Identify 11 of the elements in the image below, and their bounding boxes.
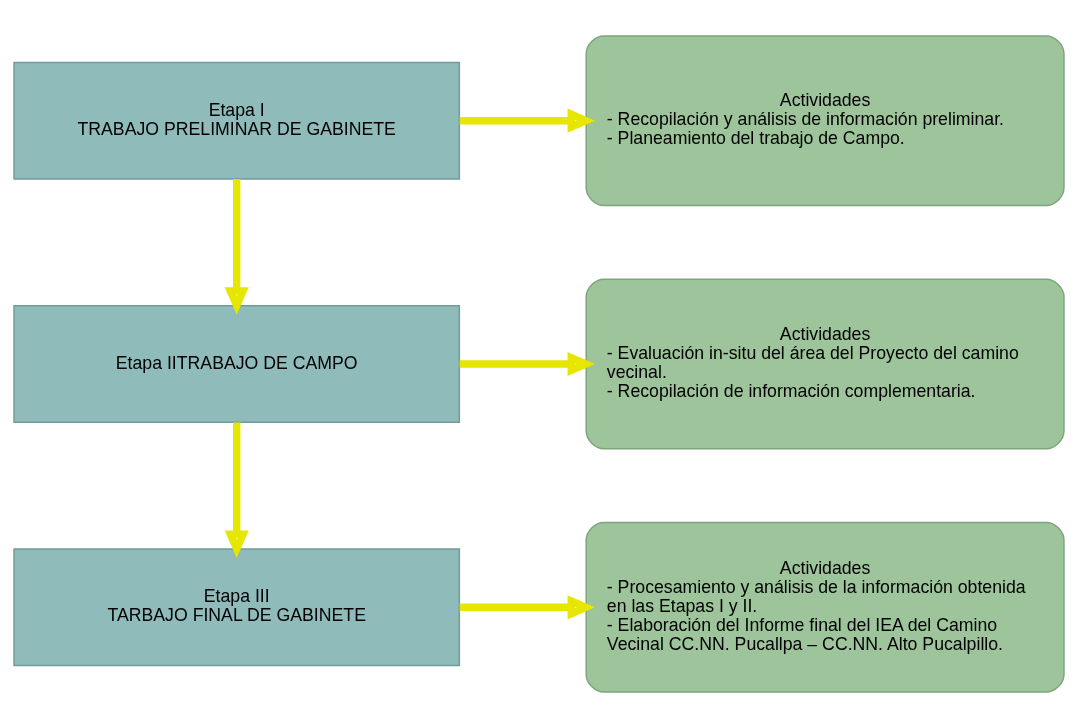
arrow (459, 351, 596, 376)
node-box: Etapa III TARBAJO FINAL DE GABINETE (13, 547, 461, 666)
node-box: Actividades - Evaluación in-situ del área del Proyecto del camino vecinal. - Recopilación de información complementaria. (585, 277, 1065, 450)
node-box: Etapa I TRABAJO PRELIMINAR DE GABINETE (13, 61, 461, 180)
arrow (459, 594, 596, 619)
node-box: Actividades - Procesamiento y análisis de la información obtenida en las Etapas I y II. - Elaboración del Informe final del IEA del Camino Vecinal CC.NN. Pucallpa – CC.NN. Alto Pucalpillo. (585, 521, 1065, 693)
arrow (224, 421, 249, 558)
arrow (459, 108, 596, 133)
node-box: Actividades - Recopilación y análisis de información preliminar. - Planeamiento del trabajo de Campo. (585, 34, 1065, 206)
node-box: Etapa IITRABAJO DE CAMPO (13, 304, 461, 423)
arrow (224, 178, 249, 315)
